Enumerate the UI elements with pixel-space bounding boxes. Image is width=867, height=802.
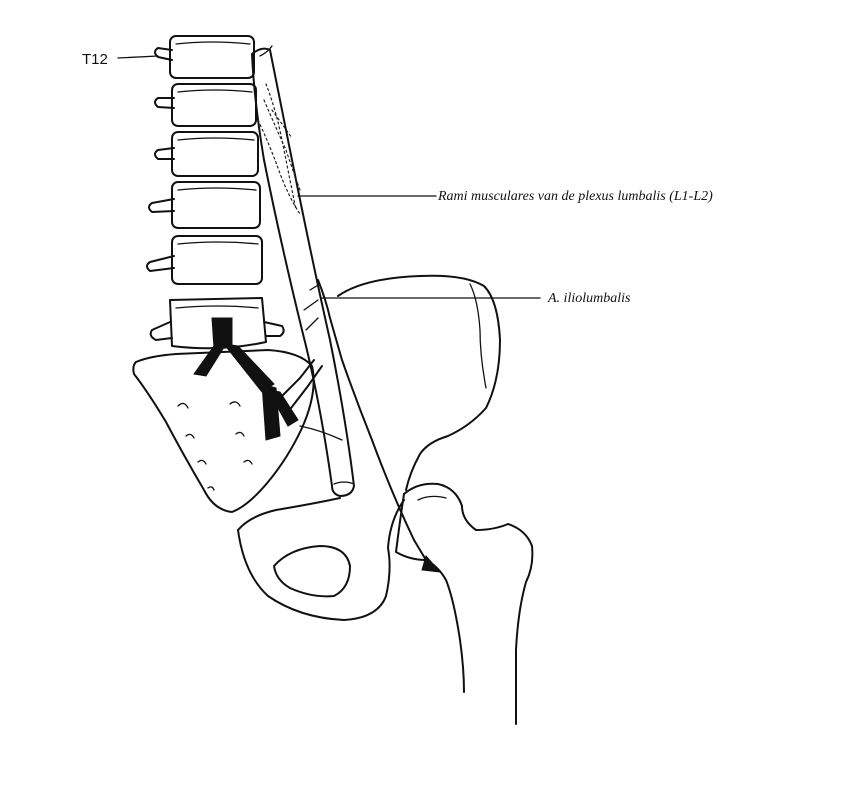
vertebra-t12 xyxy=(154,35,255,79)
lumbar-spine xyxy=(146,35,285,350)
label-rami-text: Rami musculares van de plexus lumbalis (… xyxy=(437,189,713,204)
sacrum xyxy=(132,349,315,513)
iliac-vessels xyxy=(193,317,323,441)
iliac-course xyxy=(303,279,442,573)
label-artery-text: A. iliolumbalis xyxy=(547,291,631,306)
label-rami: Rami musculares van de plexus lumbalis (… xyxy=(297,189,713,204)
vertebra-l3 xyxy=(148,181,261,229)
vertebra-l2 xyxy=(154,131,259,177)
psoas-muscle xyxy=(251,45,355,497)
femur xyxy=(395,482,534,725)
ilium xyxy=(299,274,501,491)
label-t12-text: T12 xyxy=(82,51,108,68)
vertebra-l4 xyxy=(146,235,263,285)
label-artery: A. iliolumbalis xyxy=(321,291,631,306)
pubis-ischium xyxy=(237,497,405,621)
label-t12-leader xyxy=(117,55,159,59)
vertebra-l1 xyxy=(154,83,257,127)
label-t12: T12 xyxy=(82,51,159,68)
